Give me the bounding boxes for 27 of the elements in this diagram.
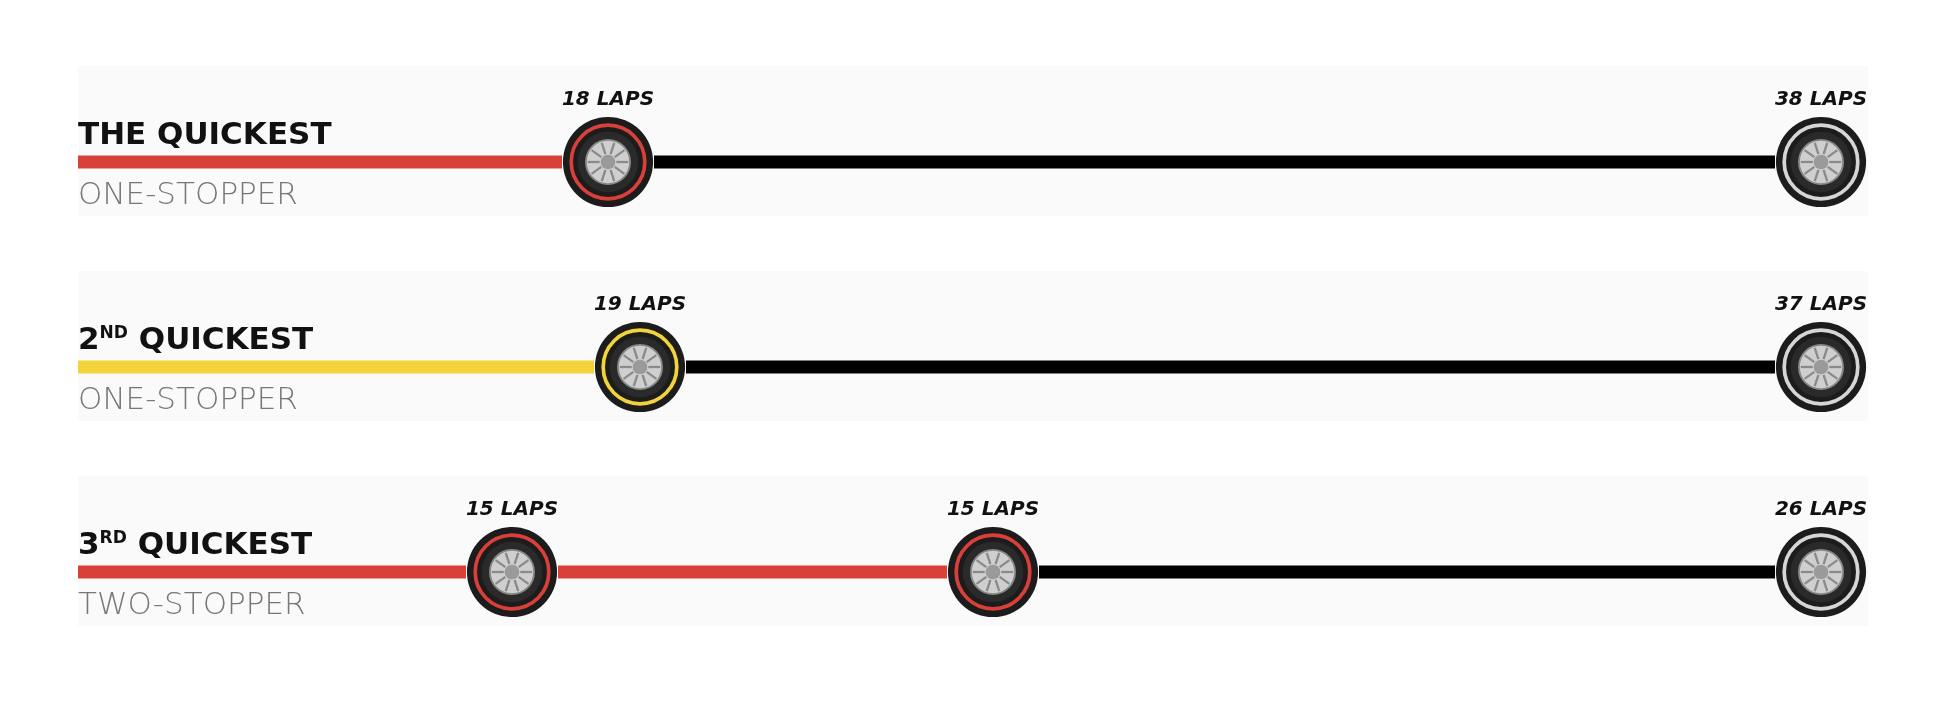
lap-count: 15 LAPS bbox=[946, 498, 1040, 518]
lap-count: 19 LAPS bbox=[593, 293, 687, 313]
stint-line bbox=[558, 565, 947, 579]
strategy-rank: THE QUICKEST bbox=[78, 118, 332, 149]
tyre-icon bbox=[594, 321, 686, 413]
tyre-icon bbox=[1775, 116, 1867, 208]
tyre-icon bbox=[562, 116, 654, 208]
stint-line bbox=[78, 360, 594, 374]
stint-line bbox=[78, 155, 562, 169]
tyre-icon bbox=[1775, 526, 1867, 618]
stint-line bbox=[1039, 565, 1775, 579]
stint-line bbox=[78, 565, 466, 579]
strategy-type: ONE-STOPPER bbox=[78, 178, 298, 209]
tyre-icon bbox=[947, 526, 1039, 618]
strategy-type: TWO-STOPPER bbox=[78, 588, 306, 619]
lap-count: 38 LAPS bbox=[1774, 88, 1868, 108]
lap-count: 26 LAPS bbox=[1774, 498, 1868, 518]
tyre-icon bbox=[1775, 321, 1867, 413]
tyre-icon bbox=[466, 526, 558, 618]
stint-line bbox=[686, 360, 1775, 374]
lap-count: 37 LAPS bbox=[1774, 293, 1868, 313]
strategy-type: ONE-STOPPER bbox=[78, 383, 298, 414]
strategy-rank: 3$^{RD}$ QUICKEST bbox=[78, 528, 313, 559]
strategy-rank: 2$^{ND}$ QUICKEST bbox=[78, 323, 314, 354]
stint-line bbox=[654, 155, 1775, 169]
lap-count: 18 LAPS bbox=[561, 88, 655, 108]
lap-count: 15 LAPS bbox=[465, 498, 559, 518]
